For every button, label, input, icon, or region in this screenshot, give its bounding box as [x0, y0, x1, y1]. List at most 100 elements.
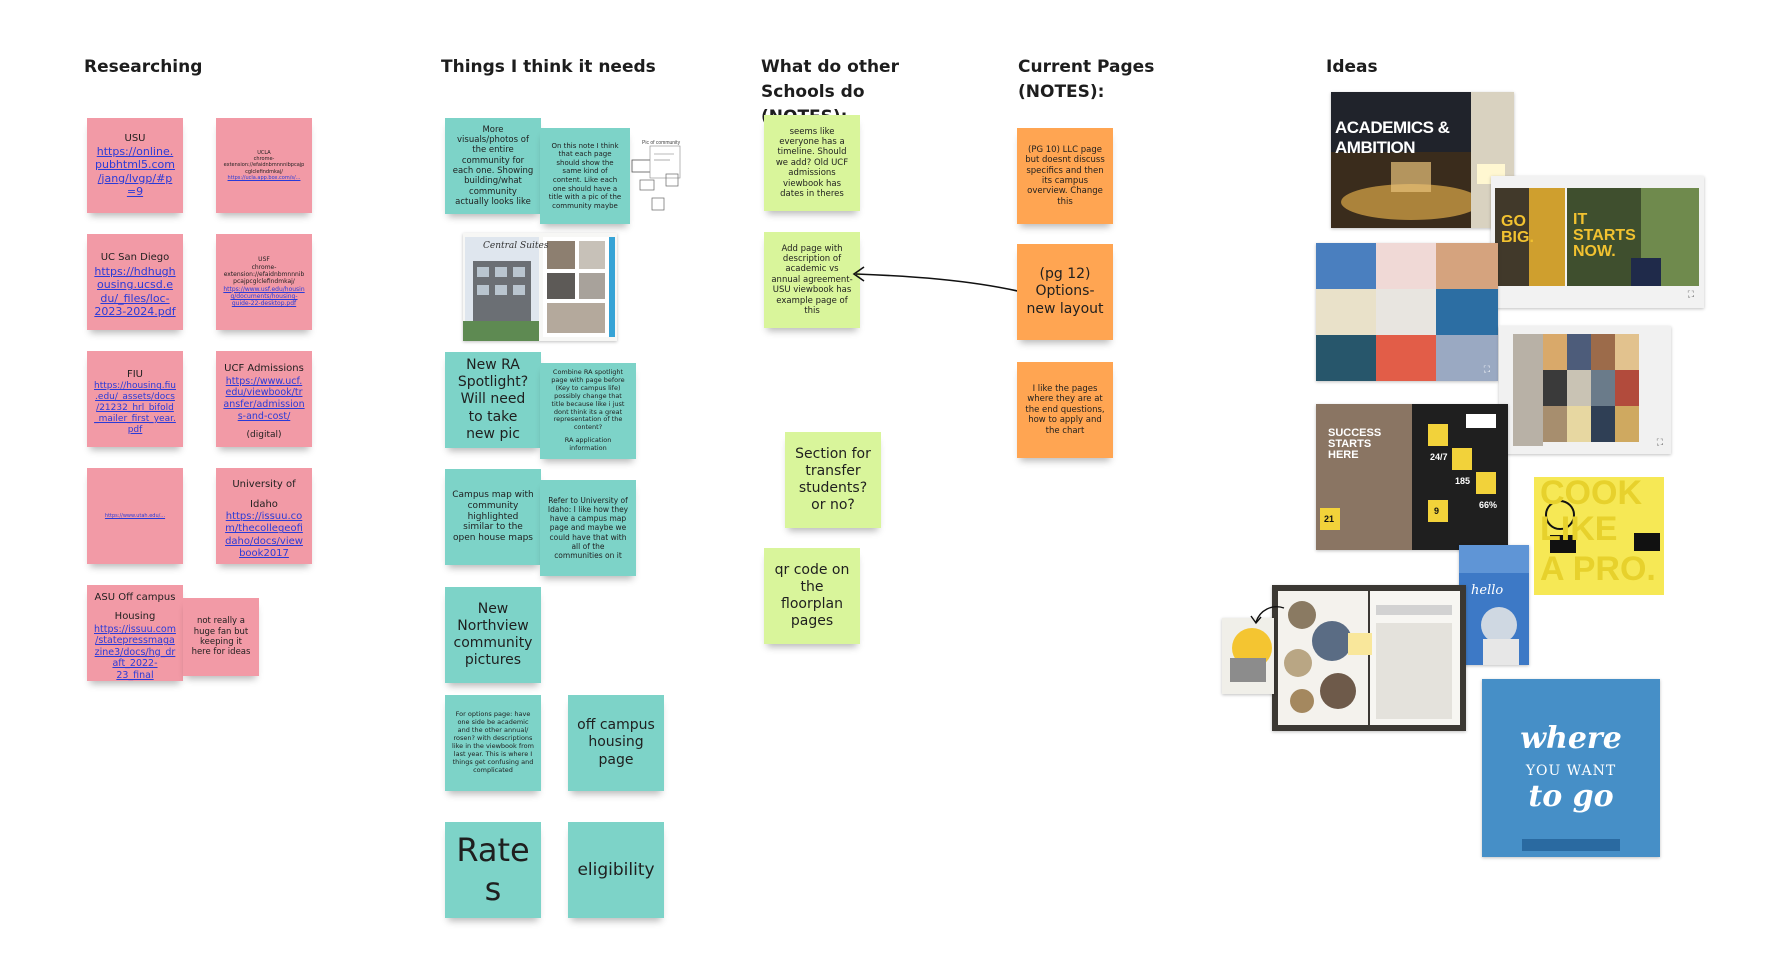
- sticky-note-off-campus[interactable]: off campus housing page: [568, 695, 664, 791]
- sticky-note-options-page[interactable]: For options page: have one side be acade…: [445, 695, 541, 791]
- idea-image-photo-grid[interactable]: ⛶: [1499, 326, 1671, 454]
- note-title: USF: [258, 256, 270, 264]
- idea-headline: GO BIG.: [1501, 213, 1534, 246]
- note-text: qr code on the floorplan pages: [774, 561, 850, 630]
- idea-headline: IT STARTS NOW.: [1573, 211, 1636, 260]
- connector-arrow[interactable]: [850, 262, 1025, 300]
- expand-icon[interactable]: ⛶: [1483, 364, 1490, 374]
- note-text: New Northview community pictures: [453, 600, 533, 669]
- note-text: eligibility: [577, 859, 655, 880]
- sticky-note-ra-spotlight[interactable]: New RA Spotlight? Will need to take new …: [445, 352, 541, 448]
- sticky-note-llc[interactable]: (PG 10) LLC page but doesnt discuss spec…: [1017, 128, 1113, 224]
- sticky-note-ucla[interactable]: UCLA chrome-extension://efaidnbmnnnibpca…: [216, 118, 312, 213]
- ucsd-link[interactable]: https://hdhughousing.ucsd.edu/_files/loc…: [94, 264, 176, 319]
- sticky-note-timeline[interactable]: seems like everyone has a timeline. Shou…: [764, 115, 860, 211]
- note-title: UC San Diego: [100, 252, 170, 264]
- note-text: chrome-extension://efaidnbmnnnibpcajpcgl…: [223, 263, 305, 286]
- note-text: (pg 12) Options- new layout: [1026, 266, 1104, 317]
- utah-link[interactable]: https://www.utah.edu/...: [104, 512, 166, 519]
- stat-label: 185: [1455, 476, 1471, 486]
- sticky-note-usf[interactable]: USF chrome-extension://efaidnbmnnnibpcaj…: [216, 234, 312, 330]
- stat-label: 24/7: [1430, 452, 1448, 462]
- sketch-label: Pic of community: [642, 140, 681, 146]
- note-text: chrome-extension://efaidnbmnnnibpcajpcgl…: [223, 156, 305, 175]
- idea-headline: hello: [1471, 583, 1504, 598]
- note-title: USU: [124, 132, 146, 144]
- sticky-note-rates[interactable]: Rates: [445, 822, 541, 918]
- idea-image-where-you-want[interactable]: where YOU WANT to go: [1482, 679, 1660, 857]
- sticky-note-eligibility[interactable]: eligibility: [568, 822, 664, 918]
- header-ideas: Ideas: [1326, 57, 1378, 77]
- note-text: seems like everyone has a timeline. Shou…: [775, 126, 849, 199]
- sticky-note-transfer[interactable]: Section for transfer students? or no?: [785, 432, 881, 528]
- note-text: I like the pages where they are at the e…: [1025, 384, 1105, 436]
- idea-headline: YOU WANT: [1525, 763, 1617, 779]
- idea-image-go-big[interactable]: GO BIG. IT STARTS NOW. ⛶: [1491, 176, 1704, 308]
- sticky-note-asu[interactable]: ASU Off campus Housing https://issuu.com…: [87, 585, 183, 681]
- sticky-note-idaho[interactable]: University of Idaho https://issuu.com/th…: [216, 468, 312, 564]
- sticky-note-usu[interactable]: USU https://online.pubhtml5.com/jang/lvg…: [87, 118, 183, 213]
- wireframe-sketch: Pic of community: [628, 140, 684, 214]
- idea-image-academics[interactable]: ACADEMICS & AMBITION: [1331, 92, 1514, 228]
- sticky-note-utah[interactable]: https://www.utah.edu/...: [87, 468, 183, 564]
- stat-label: 9: [1434, 506, 1440, 516]
- expand-icon[interactable]: ⛶: [1687, 289, 1694, 299]
- stat-label: 66%: [1479, 500, 1498, 510]
- note-text: More visuals/photos of the entire commun…: [452, 124, 534, 208]
- idea-image-success[interactable]: SUCCESS STARTS HERE 24/7 185 66% 21 9: [1316, 404, 1508, 550]
- sticky-note-asu-comment[interactable]: not really a huge fan but keeping it her…: [183, 598, 259, 676]
- sticky-note-ucsd[interactable]: UC San Diego https://hdhughousing.ucsd.e…: [87, 234, 183, 330]
- idea-headline: COOK: [1540, 474, 1642, 512]
- sticky-note-qr[interactable]: qr code on the floorplan pages: [764, 548, 860, 644]
- note-text: off campus housing page: [577, 717, 655, 768]
- note-text: For options page: have one side be acade…: [452, 710, 534, 774]
- sticky-note-campus-map[interactable]: Campus map with community highlighted si…: [445, 469, 541, 565]
- note-title: FIU: [126, 368, 144, 380]
- fiu-link[interactable]: https://housing.fiu.edu/_assets/docs/212…: [94, 381, 177, 436]
- idea-headline: SUCCESS STARTS HERE: [1328, 427, 1382, 461]
- asu-link[interactable]: https://issuu.com/statepressmagazine3/do…: [94, 623, 176, 681]
- photo-caption: Central Suites: [483, 241, 549, 251]
- note-text: Rates: [456, 830, 530, 908]
- idea-image-collage[interactable]: ⛶: [1316, 243, 1498, 381]
- community-photo-image[interactable]: Central Suites: [463, 233, 617, 341]
- sticky-note-refer-idaho[interactable]: Refer to University of Idaho: I like how…: [540, 480, 636, 576]
- note-title: University of Idaho: [232, 479, 296, 510]
- sticky-note-same-content[interactable]: On this note I think that each page shou…: [540, 128, 630, 224]
- idea-headline: ACADEMICS & AMBITION: [1335, 118, 1450, 157]
- ucla-link[interactable]: https://ucla.app.box.com/s/...: [227, 174, 301, 181]
- idea-image-hello[interactable]: hello: [1459, 545, 1529, 665]
- sticky-note-northview[interactable]: New Northview community pictures: [445, 587, 541, 683]
- note-text: (PG 10) LLC page but doesnt discuss spec…: [1025, 144, 1105, 207]
- header-researching: Researching: [84, 57, 203, 77]
- note-text: New RA Spotlight? Will need to take new …: [457, 357, 529, 442]
- usu-link[interactable]: https://online.pubhtml5.com/jang/lvgp/#p…: [95, 144, 175, 198]
- sticky-note-visuals[interactable]: More visuals/photos of the entire commun…: [445, 118, 541, 214]
- note-text: On this note I think that each page shou…: [548, 141, 622, 210]
- note-text: Add page with description of academic vs…: [771, 243, 853, 316]
- usf-link[interactable]: https://www.usf.edu/housing/documents/ho…: [223, 285, 305, 308]
- ucf-link[interactable]: https://www.ucf.edu/viewbook/transfer/ad…: [223, 375, 305, 422]
- sticky-note-fiu[interactable]: FIU https://housing.fiu.edu/_assets/docs…: [87, 351, 183, 447]
- idea-headline: where: [1520, 721, 1622, 756]
- note-text: Combine RA spotlight page with page befo…: [551, 367, 625, 432]
- idea-image-yearbook[interactable]: [1272, 585, 1466, 731]
- expand-icon[interactable]: ⛶: [1656, 437, 1663, 447]
- idea-image-yellow-circle[interactable]: [1222, 618, 1274, 694]
- curved-arrow-icon: [1250, 606, 1285, 625]
- sticky-note-pg12[interactable]: (pg 12) Options- new layout: [1017, 244, 1113, 340]
- note-text: Section for transfer students? or no?: [795, 445, 871, 514]
- note-text: (digital): [246, 430, 282, 441]
- note-text: Refer to University of Idaho: I like how…: [547, 496, 629, 560]
- note-title: UCLA: [257, 150, 271, 157]
- header-needs: Things I think it needs: [441, 57, 656, 77]
- sticky-note-combine-ra[interactable]: Combine RA spotlight page with page befo…: [540, 363, 636, 459]
- idaho-link[interactable]: https://issuu.com/thecollegeofidaho/docs…: [225, 511, 303, 559]
- idea-image-cook[interactable]: COOK LIKE A PRO.: [1530, 473, 1670, 645]
- note-text: not really a huge fan but keeping it her…: [191, 616, 251, 658]
- sticky-note-add-page[interactable]: Add page with description of academic vs…: [764, 232, 860, 328]
- note-text-ra-info: RA application information: [564, 436, 612, 453]
- sticky-note-end-questions[interactable]: I like the pages where they are at the e…: [1017, 362, 1113, 458]
- sticky-note-ucf[interactable]: UCF Admissions https://www.ucf.edu/viewb…: [216, 351, 312, 447]
- idea-headline: to go: [1528, 779, 1614, 814]
